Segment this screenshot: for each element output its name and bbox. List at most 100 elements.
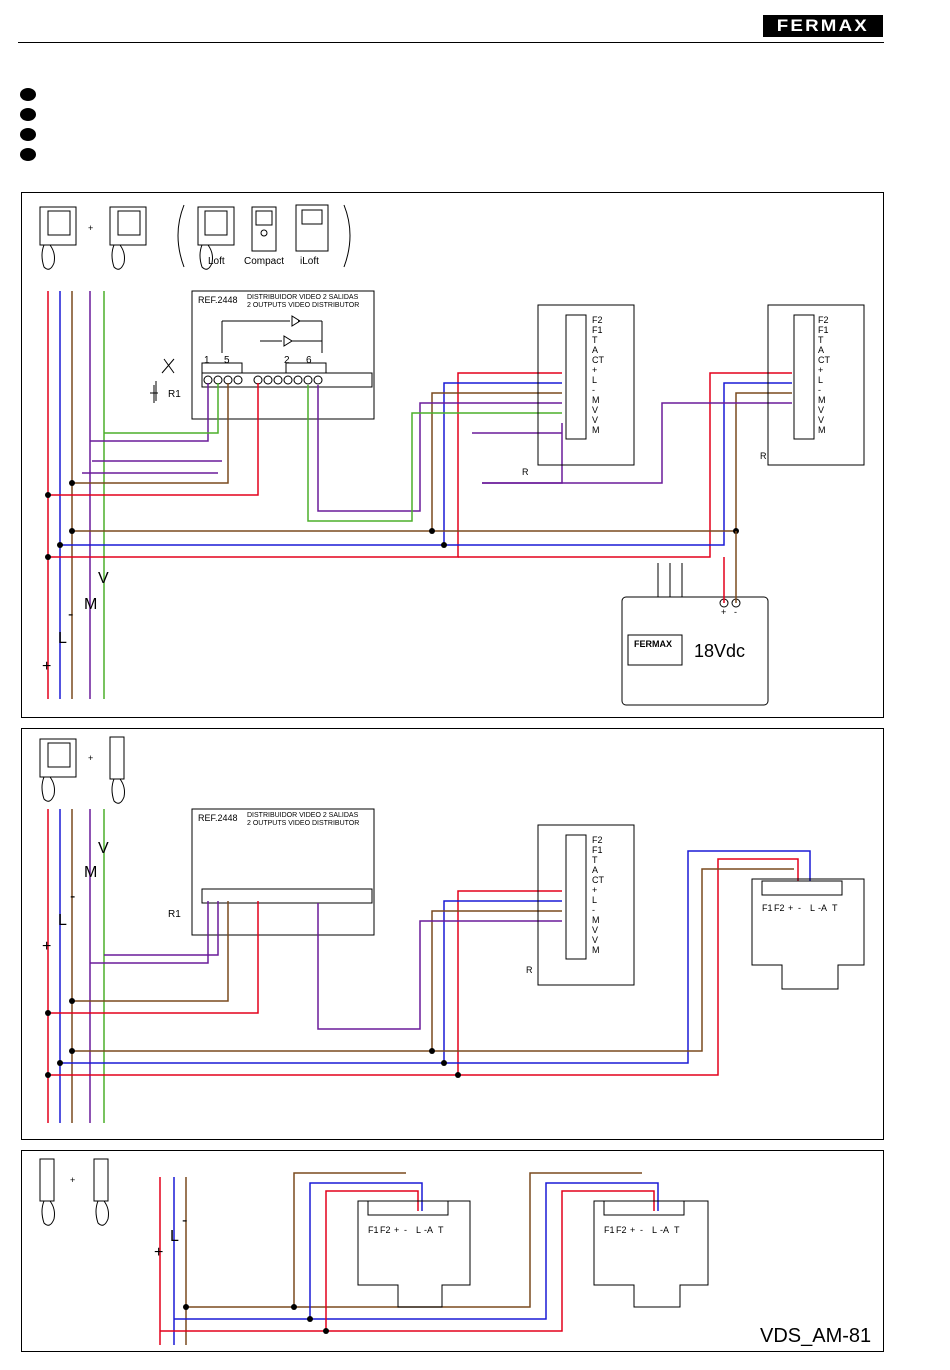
svg-text:F2: F2 bbox=[380, 1225, 391, 1235]
phone-terminal-block-1 bbox=[357, 1200, 471, 1308]
diagram-panel-1: + Loft Compact iLoft REF.2448 DISTRIBUID… bbox=[21, 192, 884, 718]
svg-text:-: - bbox=[182, 1212, 187, 1229]
svg-text:L: L bbox=[58, 630, 67, 647]
svg-text:-: - bbox=[798, 903, 801, 913]
svg-text:2: 2 bbox=[284, 355, 290, 366]
svg-text:F2: F2 bbox=[592, 315, 603, 325]
svg-text:L: L bbox=[810, 903, 815, 913]
svg-text:V: V bbox=[592, 415, 598, 425]
phone-icon bbox=[109, 736, 125, 804]
svg-text:F1: F1 bbox=[592, 845, 603, 855]
svg-text:DISTRIBUIDOR VIDEO 2 SALIDAS: DISTRIBUIDOR VIDEO 2 SALIDAS bbox=[247, 294, 359, 301]
svg-text:-: - bbox=[404, 1225, 407, 1235]
svg-text:REF.2448: REF.2448 bbox=[198, 813, 238, 823]
svg-text:V: V bbox=[592, 935, 598, 945]
svg-text:A: A bbox=[592, 345, 598, 355]
svg-text:L: L bbox=[592, 895, 597, 905]
svg-text:R1: R1 bbox=[168, 389, 181, 400]
svg-text:+: + bbox=[818, 365, 823, 375]
svg-text:+: + bbox=[42, 658, 51, 675]
svg-text:R: R bbox=[526, 965, 533, 975]
svg-text:F2: F2 bbox=[592, 835, 603, 845]
svg-text:-A: -A bbox=[660, 1225, 669, 1235]
bracket-icon bbox=[177, 204, 351, 268]
terminal-block bbox=[537, 824, 635, 986]
svg-text:T: T bbox=[832, 903, 838, 913]
power-supply-18vdc bbox=[621, 596, 769, 706]
svg-text:T: T bbox=[674, 1225, 680, 1235]
svg-text:iLoft: iLoft bbox=[300, 256, 319, 267]
svg-text:L: L bbox=[652, 1225, 657, 1235]
svg-text:+: + bbox=[592, 365, 597, 375]
bullet-dot bbox=[20, 108, 36, 121]
svg-text:-: - bbox=[592, 385, 595, 395]
svg-text:Loft: Loft bbox=[208, 256, 225, 267]
svg-text:-: - bbox=[818, 385, 821, 395]
phone-terminal-block-2 bbox=[593, 1200, 709, 1308]
svg-text:1: 1 bbox=[204, 355, 210, 366]
svg-text:+: + bbox=[42, 938, 51, 955]
svg-text:F2: F2 bbox=[818, 315, 829, 325]
terminal-block-2 bbox=[767, 304, 865, 466]
svg-text:-: - bbox=[734, 607, 737, 617]
svg-text:L: L bbox=[818, 375, 823, 385]
svg-text:M: M bbox=[818, 395, 826, 405]
phone-terminal-block bbox=[751, 878, 865, 990]
svg-text:CT: CT bbox=[592, 355, 604, 365]
svg-text:V: V bbox=[592, 405, 598, 415]
document-code: VDS_AM-81 bbox=[760, 1325, 872, 1347]
svg-text:R: R bbox=[522, 467, 529, 477]
svg-text:F1: F1 bbox=[818, 325, 829, 335]
svg-text:F2: F2 bbox=[774, 903, 785, 913]
svg-text:5: 5 bbox=[224, 355, 230, 366]
header-rule bbox=[18, 42, 884, 43]
svg-text:-: - bbox=[70, 888, 75, 905]
svg-text:F2: F2 bbox=[616, 1225, 627, 1235]
svg-text:V: V bbox=[98, 570, 109, 587]
svg-text:L: L bbox=[416, 1225, 421, 1235]
diagram-panel-2: + REF.2448 DISTRIBUIDOR VIDEO 2 SALIDAS … bbox=[21, 728, 884, 1140]
svg-text:+: + bbox=[70, 1175, 75, 1185]
diagram-panel-3: + + L - F1 F2 + - L -A T F1 F2 + - L -A … bbox=[21, 1150, 884, 1352]
svg-text:M: M bbox=[592, 395, 600, 405]
svg-text:-: - bbox=[68, 606, 73, 623]
monitor-icon bbox=[109, 206, 147, 270]
wiring-diagram-3: + + L - F1 F2 + - L -A T F1 F2 + - L -A … bbox=[39, 1158, 709, 1345]
svg-text:F1: F1 bbox=[592, 325, 603, 335]
wiring-diagram-2: + REF.2448 DISTRIBUIDOR VIDEO 2 SALIDAS … bbox=[39, 736, 865, 1123]
svg-text:CT: CT bbox=[818, 355, 830, 365]
svg-text:M: M bbox=[592, 945, 600, 955]
svg-text:+: + bbox=[630, 1225, 635, 1235]
svg-text:V: V bbox=[592, 925, 598, 935]
svg-text:T: T bbox=[438, 1225, 444, 1235]
bullet-dot bbox=[20, 148, 36, 161]
svg-text:+: + bbox=[88, 223, 93, 233]
svg-text:R1: R1 bbox=[168, 909, 181, 920]
svg-text:T: T bbox=[592, 335, 598, 345]
svg-text:M: M bbox=[592, 425, 600, 435]
svg-text:A: A bbox=[592, 865, 598, 875]
terminal-block-1 bbox=[537, 304, 635, 466]
svg-text:-: - bbox=[640, 1225, 643, 1235]
svg-text:M: M bbox=[84, 596, 97, 613]
bullet-dot bbox=[20, 88, 36, 101]
bullet-dot bbox=[20, 128, 36, 141]
loft-monitor-icon bbox=[197, 206, 235, 270]
scissors-icon bbox=[161, 358, 175, 374]
svg-text:6: 6 bbox=[306, 355, 312, 366]
svg-text:A: A bbox=[818, 345, 824, 355]
svg-text:F1: F1 bbox=[368, 1225, 379, 1235]
svg-text:+: + bbox=[788, 903, 793, 913]
svg-text:V: V bbox=[98, 840, 109, 857]
svg-text:Compact: Compact bbox=[244, 256, 284, 267]
svg-text:L: L bbox=[170, 1228, 179, 1245]
svg-text:+: + bbox=[592, 885, 597, 895]
svg-text:R: R bbox=[760, 451, 767, 461]
phone-icon bbox=[39, 1158, 55, 1226]
svg-text:2 OUTPUTS VIDEO DISTRIBUTOR: 2 OUTPUTS VIDEO DISTRIBUTOR bbox=[247, 302, 359, 309]
svg-text:L: L bbox=[592, 375, 597, 385]
distributor-ref: REF.2448 bbox=[198, 295, 238, 305]
svg-text:DISTRIBUIDOR VIDEO 2 SALIDAS: DISTRIBUIDOR VIDEO 2 SALIDAS bbox=[247, 812, 359, 819]
svg-text:FERMAX: FERMAX bbox=[634, 639, 672, 649]
svg-text:T: T bbox=[592, 855, 598, 865]
